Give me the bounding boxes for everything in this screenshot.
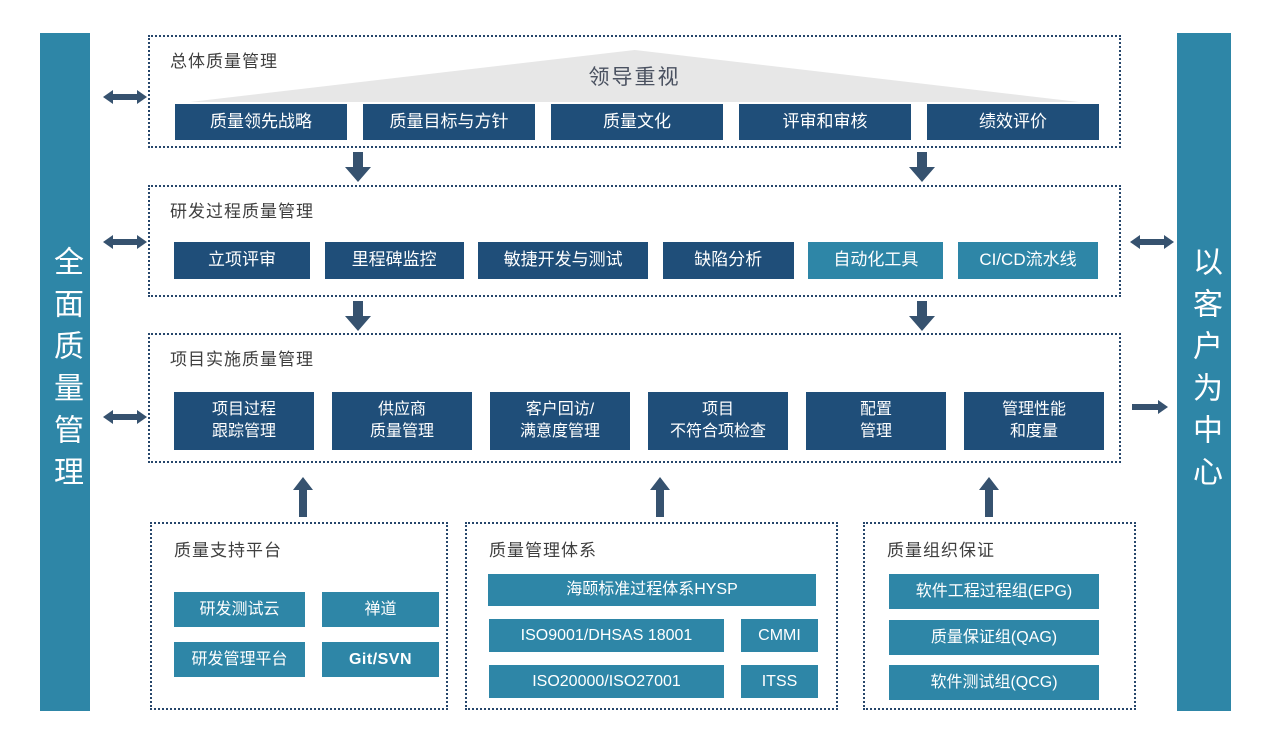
right-banner: 以客户为中心 bbox=[1177, 33, 1231, 711]
project-chip-4: 项目 不符合项检查 bbox=[648, 392, 788, 450]
rd-chip-3: 敏捷开发与测试 bbox=[478, 242, 649, 279]
left-banner: 全面质量管理 bbox=[40, 33, 90, 711]
platform-chip-4: Git/SVN bbox=[322, 642, 439, 677]
project-chip-row: 项目过程 跟踪管理 供应商 质量管理 客户回访/ 满意度管理 项目 不符合项检查… bbox=[174, 392, 1104, 450]
org-chip-qag: 质量保证组(QAG) bbox=[889, 620, 1099, 655]
right-arrow bbox=[1132, 399, 1168, 415]
overall-chip-4: 评审和审核 bbox=[739, 104, 911, 140]
chip-line: 供应商 bbox=[377, 401, 426, 419]
section-overall-quality-box: 总体质量管理 领导重视 质量领先战略 质量目标与方针 质量文化 评审和审核 绩效… bbox=[148, 35, 1121, 148]
project-chip-2: 供应商 质量管理 bbox=[332, 392, 472, 450]
overall-chip-2: 质量目标与方针 bbox=[363, 104, 535, 140]
overall-chip-3: 质量文化 bbox=[551, 104, 723, 140]
section-title-org: 质量组织保证 bbox=[887, 541, 995, 560]
chip-line: 和度量 bbox=[1009, 423, 1058, 440]
org-chip-epg: 软件工程过程组(EPG) bbox=[889, 574, 1099, 609]
section-quality-system-box: 质量管理体系 海颐标准过程体系HYSP ISO9001/DHSAS 18001 … bbox=[465, 522, 838, 710]
section-title-platform: 质量支持平台 bbox=[174, 541, 282, 560]
org-chip-qcg: 软件测试组(QCG) bbox=[889, 665, 1099, 700]
section-quality-org-box: 质量组织保证 软件工程过程组(EPG) 质量保证组(QAG) 软件测试组(QCG… bbox=[863, 522, 1136, 710]
section-title-system: 质量管理体系 bbox=[489, 541, 597, 560]
up-arrow-3 bbox=[979, 477, 999, 517]
double-arrow-left-3 bbox=[103, 409, 147, 425]
overall-chip-5: 绩效评价 bbox=[927, 104, 1099, 140]
right-banner-label: 以客户为中心 bbox=[1188, 246, 1221, 498]
double-arrow-left-1 bbox=[103, 89, 147, 105]
rd-chip-1: 立项评审 bbox=[174, 242, 310, 279]
chip-line: 项目过程 bbox=[211, 401, 276, 419]
project-chip-1: 项目过程 跟踪管理 bbox=[174, 392, 314, 450]
rd-chip-row: 立项评审 里程碑监控 敏捷开发与测试 缺陷分析 自动化工具 CI/CD流水线 bbox=[174, 242, 1098, 279]
section-title-rd: 研发过程质量管理 bbox=[170, 202, 314, 221]
overall-chip-1: 质量领先战略 bbox=[175, 104, 347, 140]
section-project-impl-box: 项目实施质量管理 项目过程 跟踪管理 供应商 质量管理 客户回访/ 满意度管理 … bbox=[148, 333, 1121, 463]
section-title-project: 项目实施质量管理 bbox=[170, 350, 314, 369]
platform-chip-3: 研发管理平台 bbox=[174, 642, 305, 677]
chip-line: 不符合项检查 bbox=[669, 423, 766, 440]
up-arrow-2 bbox=[650, 477, 670, 517]
left-banner-label: 全面质量管理 bbox=[49, 246, 82, 498]
chip-line: 质量管理 bbox=[369, 423, 434, 440]
system-chip-hysp: 海颐标准过程体系HYSP bbox=[488, 574, 816, 606]
rd-chip-5: 自动化工具 bbox=[808, 242, 944, 279]
double-arrow-left-2 bbox=[103, 234, 147, 250]
down-arrow-2a bbox=[345, 301, 371, 331]
system-chip-cmmi: CMMI bbox=[741, 619, 818, 652]
chip-line: 配置 bbox=[859, 401, 892, 419]
up-arrow-1 bbox=[293, 477, 313, 517]
chip-line: 管理性能 bbox=[1001, 401, 1066, 419]
platform-chip-2: 禅道 bbox=[322, 592, 439, 627]
system-chip-itss: ITSS bbox=[741, 665, 818, 698]
project-chip-3: 客户回访/ 满意度管理 bbox=[490, 392, 630, 450]
chip-line: 跟踪管理 bbox=[211, 423, 276, 440]
overall-chip-row: 质量领先战略 质量目标与方针 质量文化 评审和审核 绩效评价 bbox=[175, 104, 1099, 140]
leadership-label: 领导重视 bbox=[588, 66, 681, 89]
chip-line: 管理 bbox=[859, 423, 892, 440]
system-chip-iso20000: ISO20000/ISO27001 bbox=[489, 665, 724, 698]
rd-chip-4: 缺陷分析 bbox=[662, 242, 794, 279]
double-arrow-right bbox=[1130, 234, 1174, 250]
down-arrow-1b bbox=[909, 152, 935, 182]
chip-line: 满意度管理 bbox=[519, 423, 600, 440]
project-chip-6: 管理性能 和度量 bbox=[964, 392, 1104, 450]
system-chip-iso9001: ISO9001/DHSAS 18001 bbox=[489, 619, 724, 652]
chip-line: 客户回访/ bbox=[525, 401, 595, 419]
project-chip-5: 配置 管理 bbox=[806, 392, 946, 450]
rd-chip-6: CI/CD流水线 bbox=[957, 242, 1098, 279]
platform-chip-1: 研发测试云 bbox=[174, 592, 305, 627]
down-arrow-2b bbox=[909, 301, 935, 331]
section-title-overall: 总体质量管理 bbox=[170, 52, 278, 71]
chip-line: 项目 bbox=[701, 401, 734, 419]
section-quality-platform-box: 质量支持平台 研发测试云 禅道 研发管理平台 Git/SVN bbox=[150, 522, 448, 710]
down-arrow-1a bbox=[345, 152, 371, 182]
rd-chip-2: 里程碑监控 bbox=[324, 242, 464, 279]
section-rd-process-box: 研发过程质量管理 立项评审 里程碑监控 敏捷开发与测试 缺陷分析 自动化工具 C… bbox=[148, 185, 1121, 297]
